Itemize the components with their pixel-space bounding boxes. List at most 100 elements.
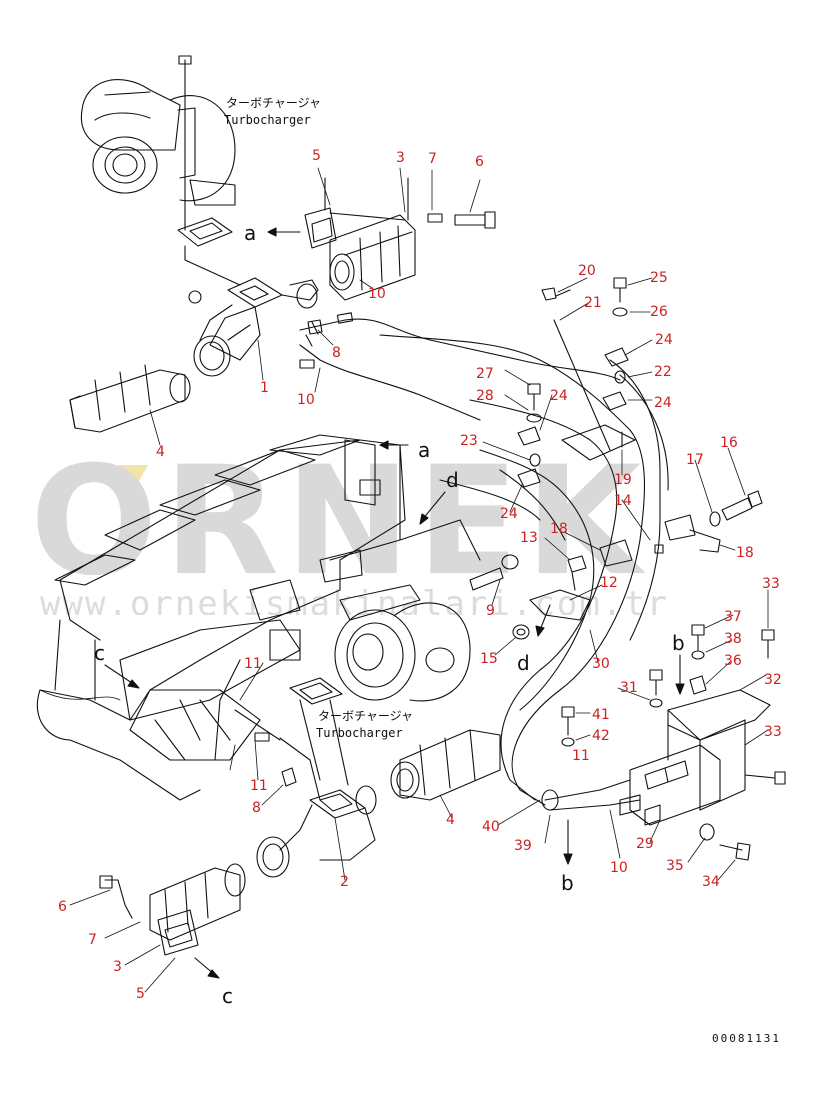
view-letter-c: c: [222, 984, 233, 1008]
bolt-27: [527, 383, 541, 411]
callout-number: 32: [764, 672, 782, 688]
bolt-41: [561, 706, 575, 736]
bolt-34: [719, 842, 751, 861]
washer-26: [612, 307, 628, 317]
view-letter-b: b: [561, 871, 574, 895]
callout-number: 2: [340, 874, 349, 890]
callout-number: 5: [136, 986, 145, 1002]
callout-number: 10: [297, 392, 315, 408]
callout-number: 22: [654, 364, 672, 380]
callout-number: 21: [584, 295, 602, 311]
callout-number: 20: [578, 263, 596, 279]
turbo-caption-en-top: Turbocharger: [224, 113, 311, 127]
view-letter-d: d: [517, 651, 530, 675]
view-letter-b: b: [672, 631, 685, 655]
tube-11: [214, 659, 241, 761]
callout-number: 40: [482, 819, 500, 835]
bolt-31: [649, 669, 663, 696]
bolt-6-bottom: [104, 879, 133, 919]
callout-number: 6: [475, 154, 484, 170]
gasket-middle: [289, 677, 343, 705]
callout-number: 41: [592, 707, 610, 723]
bolt-13: [567, 555, 587, 591]
turbo-caption-jp-mid: ターボチャージャ: [318, 709, 413, 723]
callout-number: 15: [480, 651, 498, 667]
protector-cover: [667, 689, 771, 811]
exhaust-manifold-2: [256, 699, 377, 878]
callout-number: 11: [244, 656, 262, 672]
callout-number: 34: [702, 874, 720, 890]
washer-31: [649, 698, 663, 708]
view-letter-a: a: [418, 438, 430, 462]
callout-number: 19: [614, 472, 632, 488]
engine-block: [36, 434, 481, 801]
callout-number: 37: [724, 609, 742, 625]
bracket-12: [529, 589, 591, 621]
washer-28: [526, 413, 542, 423]
callout-number: 25: [650, 270, 668, 286]
heat-shield-top: [329, 214, 416, 301]
stud-9: [469, 567, 504, 591]
callout-number: 7: [428, 151, 437, 167]
callout-number: 18: [550, 521, 568, 537]
nut-14: [654, 544, 664, 554]
callout-number: 23: [460, 433, 478, 449]
view-arrows: [104, 227, 685, 979]
callout-number: 33: [764, 724, 782, 740]
callout-number: 36: [724, 653, 742, 669]
relay-box: [619, 744, 721, 826]
callout-number: 8: [332, 345, 341, 361]
callout-number: 10: [610, 860, 628, 876]
spacer-22: [614, 370, 626, 384]
callout-number: 17: [686, 452, 704, 468]
washer-42: [561, 737, 575, 747]
callout-number: 24: [654, 395, 672, 411]
callout-number: 33: [762, 576, 780, 592]
bolt-20: [541, 287, 571, 301]
turbo-caption-en-mid: Turbocharger: [316, 726, 403, 740]
callout-number: 11: [572, 748, 590, 764]
turbo-caption-jp-top: ターボチャージャ: [226, 96, 321, 110]
callout-number: 4: [156, 444, 165, 460]
callout-number: 24: [500, 506, 518, 522]
callout-number: 12: [600, 575, 618, 591]
callout-number: 11: [250, 778, 268, 794]
turbocharger-middle: [319, 549, 471, 702]
callout-number: 30: [592, 656, 610, 672]
clamp-24-c: [517, 426, 541, 446]
callout-number: 35: [666, 858, 684, 874]
view-letter-d: d: [446, 468, 459, 492]
callout-number: 14: [614, 493, 632, 509]
exhaust-manifold-4-top: [69, 364, 191, 433]
gasket-top: [177, 217, 233, 247]
exhaust-manifold-1: [188, 277, 319, 377]
callout-number: 24: [655, 332, 673, 348]
view-letter-c: c: [94, 641, 105, 665]
bolt-8-bottom: [281, 767, 297, 787]
callout-number: 9: [486, 603, 495, 619]
nut-15: [512, 624, 530, 640]
clamp-18-right: [664, 514, 696, 541]
exhaust-manifold-4-middle: [390, 729, 501, 801]
callout-number: 42: [592, 728, 610, 744]
clamp-18-left: [599, 539, 633, 567]
leader-21: [553, 319, 611, 451]
bolt-33-side: [744, 771, 786, 785]
callout-number: 3: [396, 150, 405, 166]
view-letter-a: a: [244, 221, 256, 245]
nut-9-top: [501, 554, 519, 570]
washer-35: [699, 823, 715, 841]
bolt-37: [691, 624, 705, 651]
spacer-23: [529, 453, 541, 467]
leader-lines: [39, 167, 769, 993]
callout-number: 1: [260, 380, 269, 396]
callout-number: 10: [368, 286, 386, 302]
bolt-6-top: [427, 211, 496, 229]
callout-number: 24: [550, 388, 568, 404]
callout-number: 4: [446, 812, 455, 828]
callout-group: 5 3 7 6 10 8 1 10 4 20 21 25 26 24 22 24…: [58, 148, 782, 1002]
hose-bundle: [379, 334, 669, 811]
callout-number: 31: [620, 680, 638, 696]
clamp-24-a: [604, 347, 629, 367]
